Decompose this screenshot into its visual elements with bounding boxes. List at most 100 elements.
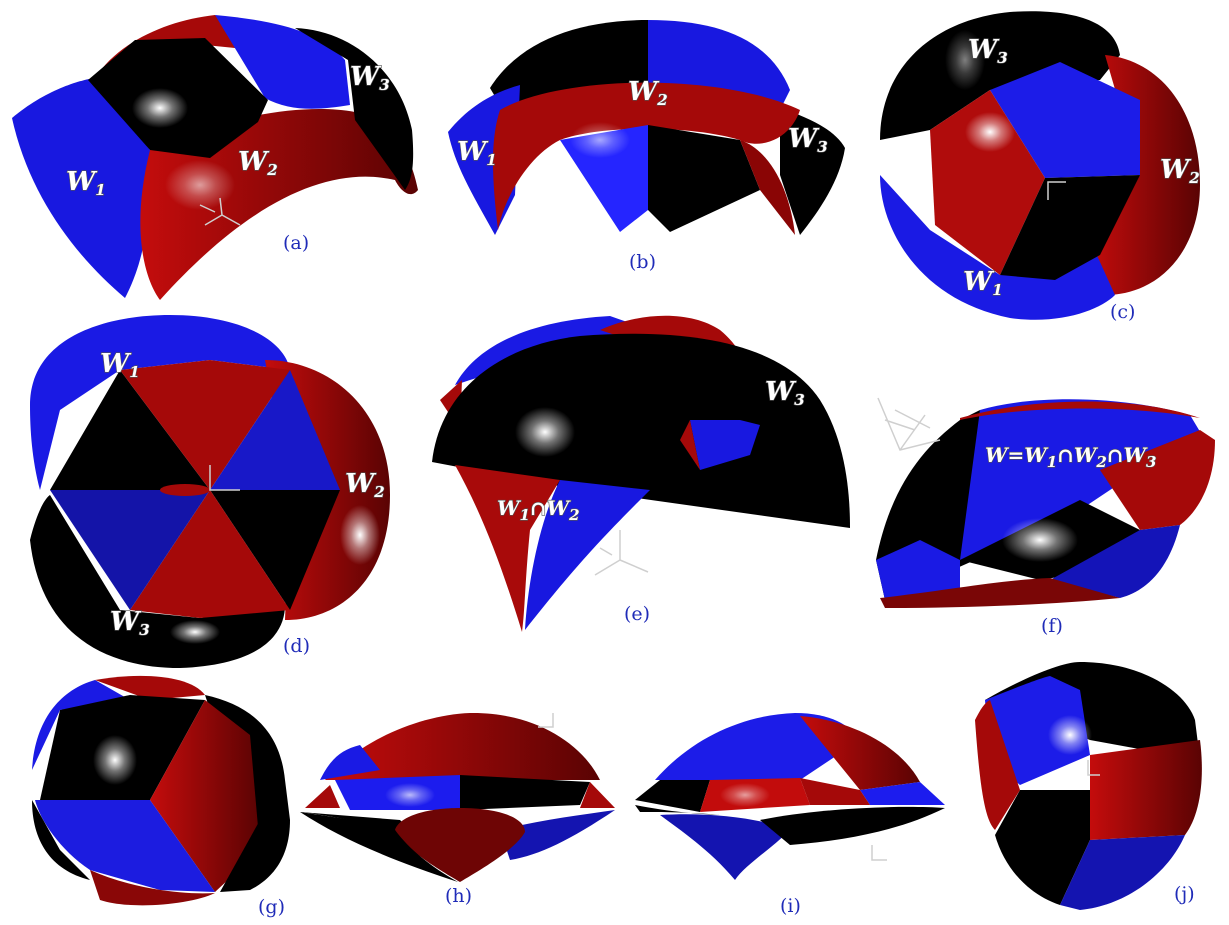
- label-w2: W2: [1160, 155, 1200, 187]
- caption-j: (j): [1174, 883, 1195, 905]
- surface-top-red: [95, 675, 205, 700]
- caption-d: (d): [283, 635, 310, 657]
- label-w1: W1: [963, 267, 1003, 299]
- label-w3: W3: [350, 62, 390, 94]
- label-w1: W1: [66, 167, 106, 199]
- hex-blue-1: [210, 370, 340, 490]
- surface-w1-blue: [880, 175, 1115, 320]
- surface-black-edge: [220, 820, 290, 892]
- hex-red-2: [130, 490, 290, 618]
- surface-w3-red: [680, 420, 700, 470]
- surface-red-left: [975, 700, 1020, 830]
- panel-h: (h): [300, 712, 615, 907]
- surface-blue-left: [320, 745, 380, 780]
- surface-red-right: [1090, 740, 1202, 840]
- surface-w1w2-red: [455, 465, 560, 632]
- surface-w1-blue: [30, 315, 290, 490]
- axis-triad: [209, 465, 240, 491]
- hex-black-2: [210, 490, 340, 610]
- surface-red-right: [150, 700, 260, 892]
- panel-c: W1 W2 W3 (c): [880, 11, 1200, 323]
- surface-top-red-rim: [960, 401, 1200, 420]
- axis-triad: [1047, 181, 1066, 200]
- panel-g: (g): [32, 675, 290, 918]
- surface-w2-red: [493, 82, 800, 230]
- highlight: [340, 505, 380, 565]
- caption-c: (c): [1110, 301, 1135, 323]
- hex-black-1: [50, 370, 210, 490]
- caption-g: (g): [258, 896, 285, 918]
- label-w2: W2: [628, 77, 668, 109]
- axis-triad: [594, 530, 649, 576]
- label-w3: W3: [765, 377, 805, 409]
- surface-w1-blue: [12, 78, 150, 298]
- caption-h: (h): [445, 885, 472, 907]
- highlight: [720, 783, 770, 807]
- surface-w3-black: [30, 495, 285, 668]
- label-w1: W1: [457, 137, 497, 169]
- axis-triad: [877, 397, 941, 451]
- surface-black-left: [32, 800, 90, 880]
- label-w3: W3: [968, 35, 1008, 67]
- panel-a: W1 W2 W3 (a): [12, 15, 418, 300]
- panel-i: (i): [635, 713, 945, 917]
- surface-band-blue-right: [860, 782, 945, 805]
- surface-red-sides: [305, 782, 615, 808]
- surface-lower-red: [395, 808, 525, 882]
- panel-f: W=W1∩W2∩W3 (f): [876, 397, 1215, 637]
- highlight: [385, 783, 435, 807]
- highlight: [515, 407, 575, 457]
- surface-lower-black-2: [635, 805, 720, 815]
- highlight: [165, 160, 235, 210]
- panel-b: W1 W2 W3 (b): [448, 20, 845, 273]
- surface-right-black: [295, 28, 414, 190]
- surface-band-black: [460, 775, 590, 810]
- hex-red-1: [120, 360, 290, 490]
- surface-blue-main: [960, 399, 1205, 560]
- surface-center-blue: [990, 62, 1140, 178]
- surface-dome-red: [325, 712, 600, 780]
- surface-blue-top: [985, 676, 1090, 785]
- surface-lower-black-2: [300, 812, 458, 882]
- surface-blue-bottom: [35, 800, 215, 892]
- surface-w3-black: [780, 108, 845, 235]
- hex-blue-2: [50, 490, 210, 610]
- surface-center-red: [930, 90, 1045, 275]
- axis-triad: [871, 845, 887, 861]
- surface-lower-blue: [660, 814, 790, 880]
- surface-dome-blue: [655, 713, 860, 780]
- highlight: [945, 30, 985, 90]
- panel-d: W1 W2 W3 (d): [30, 315, 390, 668]
- surface-w3-black: [880, 11, 1120, 141]
- surface-blue-bottom-left: [876, 540, 960, 600]
- surface-red-bottom: [880, 578, 1120, 608]
- surface-black-bottom: [995, 790, 1090, 905]
- axis-triad: [199, 197, 241, 226]
- surface-w2-red: [1090, 55, 1200, 295]
- axis-triad: [538, 713, 554, 728]
- label-w2: W2: [238, 147, 278, 179]
- surface-blue-right: [1050, 525, 1180, 598]
- surface-band-black-left: [635, 780, 710, 812]
- surface-inner-red: [740, 140, 795, 235]
- caption-i: (i): [780, 895, 801, 917]
- label-w3: W3: [110, 607, 150, 639]
- highlight: [570, 122, 630, 158]
- axis-triad: [1087, 760, 1100, 776]
- highlight: [170, 620, 220, 644]
- surface-dome-red: [800, 716, 920, 790]
- highlight: [132, 88, 188, 128]
- surface-w3-blue: [690, 420, 760, 470]
- caption-a: (a): [283, 232, 309, 254]
- label-w-intersection: W=W1∩W2∩W3: [985, 443, 1156, 471]
- surface-lower-blue: [500, 810, 615, 860]
- surface-inner-black: [648, 125, 760, 232]
- center-red-lens: [160, 484, 210, 496]
- label-w1-cap-w2: W1∩W2: [497, 496, 580, 524]
- label-w2: W2: [345, 469, 385, 501]
- panel-e: W1∩W2 W3 (e): [432, 315, 850, 632]
- surface-lower-black: [760, 806, 945, 845]
- highlight: [1048, 715, 1092, 755]
- surface-center-black: [1000, 175, 1140, 280]
